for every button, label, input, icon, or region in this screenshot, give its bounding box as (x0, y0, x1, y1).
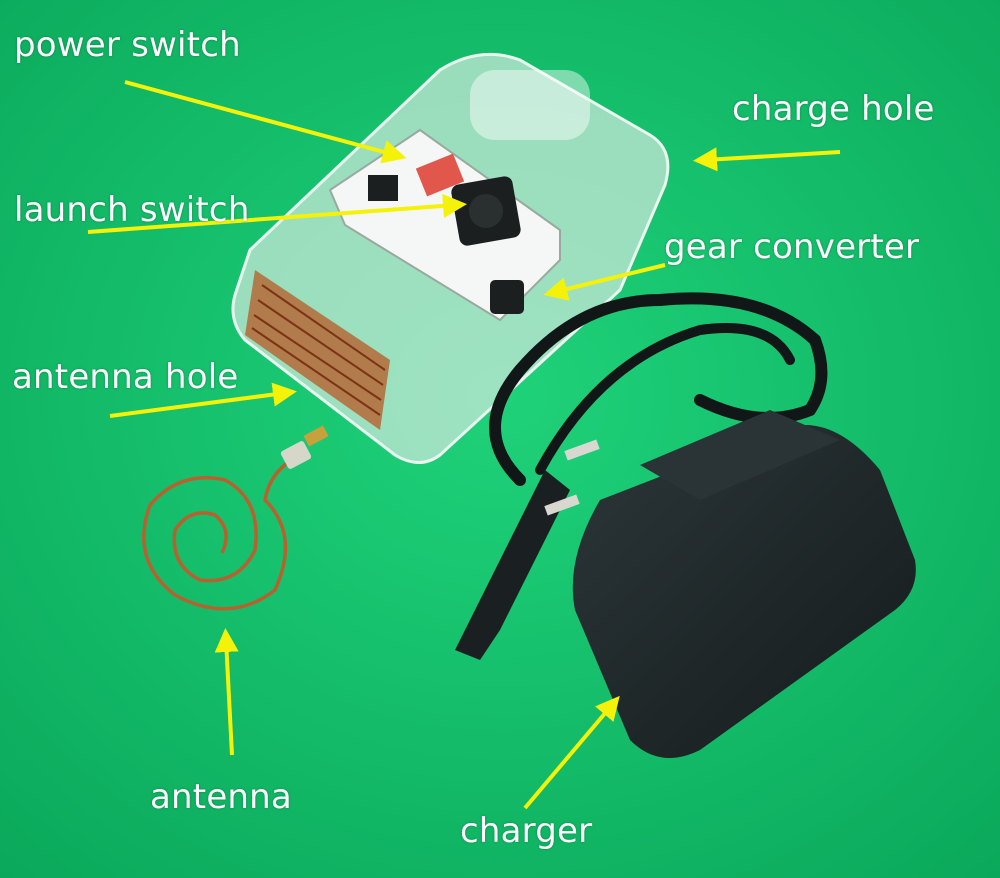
spiral-antenna (142, 453, 301, 611)
charger-body (572, 425, 916, 758)
copper-coil (245, 270, 390, 430)
label-antenna: antenna (150, 777, 292, 817)
label-charge-hole: charge hole (732, 89, 935, 129)
label-launch-switch: launch switch (14, 190, 250, 230)
charger-plug (455, 470, 570, 660)
charger-face (640, 410, 840, 500)
charger-cable-loop (535, 323, 795, 475)
chip-component (368, 175, 398, 201)
charger-prong-2 (544, 494, 580, 516)
antenna-pin (303, 425, 329, 447)
annotation-arrows (87, 80, 841, 810)
antenna-connector (280, 441, 312, 469)
arrow-power-switch (124, 80, 407, 164)
arrow-charger (523, 695, 620, 810)
transmitter-device (231, 52, 670, 464)
gear-button-component (490, 280, 524, 314)
coil-lines (251, 284, 386, 416)
arrow-launch-switch (87, 193, 467, 234)
charger-adapter (455, 292, 916, 758)
label-gear-converter: gear converter (664, 227, 920, 267)
charger-cable (489, 292, 828, 486)
arrow-gear-converter (543, 263, 666, 301)
arrow-antenna-hole (109, 382, 297, 418)
arrow-antenna (214, 628, 239, 756)
label-antenna-hole: antenna hole (12, 357, 239, 397)
arrow-charge-hole (693, 147, 841, 172)
label-power-switch: power switch (14, 25, 241, 65)
label-charger: charger (460, 811, 593, 851)
charger-prong-1 (564, 439, 600, 461)
battery-area (470, 70, 590, 140)
launch-switch-cap (469, 194, 503, 228)
power-switch-component (415, 153, 465, 197)
